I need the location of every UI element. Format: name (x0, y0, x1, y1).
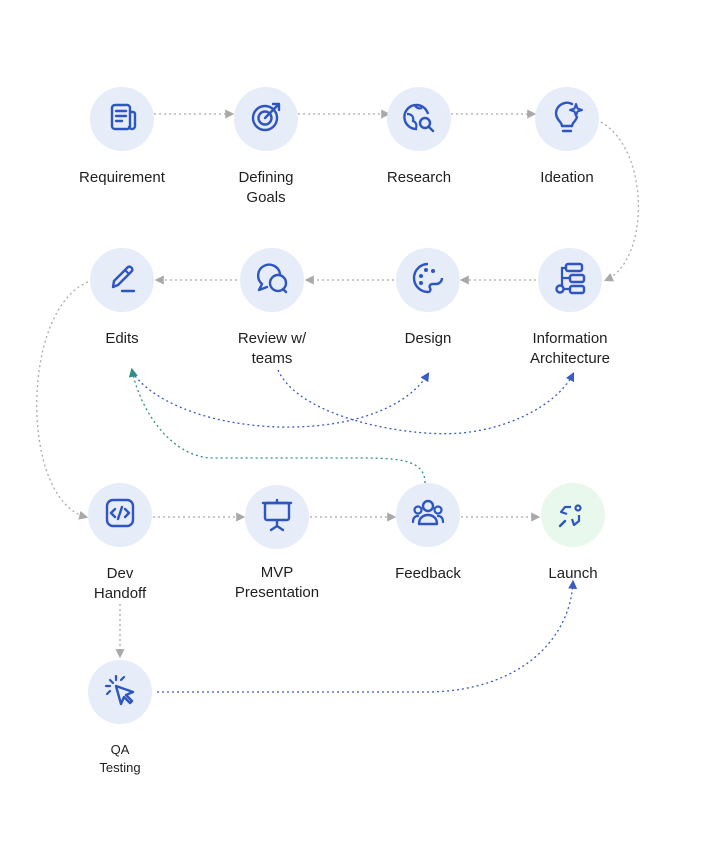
rocket-icon (555, 495, 591, 536)
connector-feedback-to-edits (128, 367, 426, 484)
pencil-icon (104, 260, 140, 301)
connector-edits-to-design (131, 371, 430, 428)
connector-review-teams-to-information-architecture (277, 369, 575, 435)
node-information-architecture (538, 248, 602, 312)
sitemap-icon (552, 260, 588, 301)
chat-bubbles-icon (254, 260, 290, 301)
node-design (396, 248, 460, 312)
label-ideation: Ideation (540, 169, 594, 186)
node-review-teams (240, 248, 304, 312)
node-feedback (396, 483, 460, 547)
node-dev-handoff (88, 483, 152, 547)
connector-ideation-to-information-architecture (600, 121, 639, 282)
label-review-teams: Review w/ teams (237, 330, 307, 367)
node-ideation (535, 87, 599, 151)
label-requirement: Requirement (79, 169, 165, 186)
node-mvp-presentation (245, 485, 309, 549)
label-design: Design (404, 330, 452, 347)
node-launch (541, 483, 605, 547)
node-requirement (90, 87, 154, 151)
label-defining-goals: Defining Goals (238, 169, 294, 206)
users-icon (410, 495, 446, 536)
document-icon (104, 99, 140, 140)
label-qa-testing: QA Testing (99, 742, 141, 775)
globe-search-icon (401, 99, 437, 140)
node-edits (90, 248, 154, 312)
connector-edits-to-dev-handoff (36, 281, 89, 520)
label-information-architecture: Information Architecture (529, 330, 611, 367)
label-launch: Launch (548, 565, 598, 582)
node-research (387, 87, 451, 151)
palette-icon (410, 260, 446, 301)
code-icon (102, 495, 138, 536)
node-qa-testing (88, 660, 152, 724)
presentation-board-icon (259, 497, 295, 538)
cursor-click-icon (102, 672, 138, 713)
label-dev-handoff: Dev Handoff (93, 565, 147, 602)
label-research: Research (386, 169, 452, 186)
label-feedback: Feedback (395, 565, 461, 582)
target-icon (248, 99, 284, 140)
connector-qa-testing-to-launch (157, 579, 578, 693)
label-mvp-presentation: MVP Presentation (234, 564, 320, 601)
label-edits: Edits (105, 330, 139, 347)
node-defining-goals (234, 87, 298, 151)
lightbulb-icon (549, 99, 585, 140)
